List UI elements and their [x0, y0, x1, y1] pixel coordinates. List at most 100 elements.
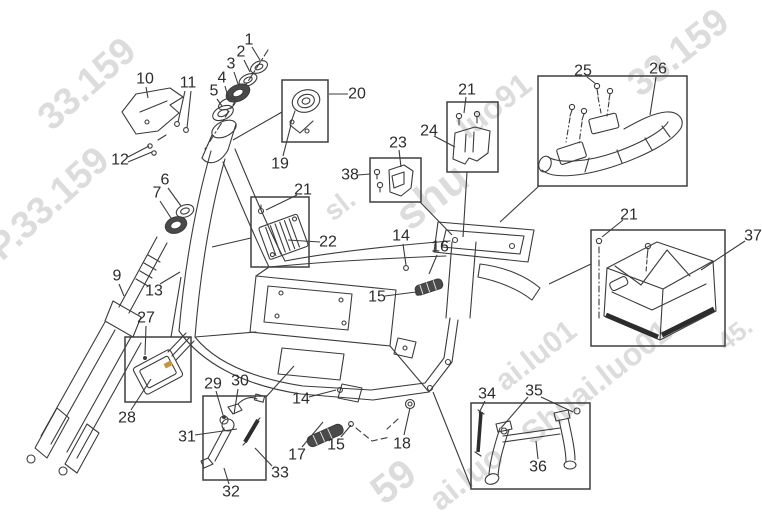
callout-number-14: 14 — [292, 391, 310, 408]
callout-leader — [233, 71, 239, 85]
callout-number-27: 27 — [137, 310, 155, 327]
watermark-text: 33.159 — [620, 0, 737, 105]
detail-box-23 — [369, 157, 422, 203]
callout-number-36: 36 — [529, 459, 547, 476]
callout-leader — [463, 96, 467, 114]
callout-leader — [233, 388, 239, 415]
callout-leader — [535, 440, 539, 460]
callout-leader — [243, 59, 251, 73]
box-leader-line — [548, 263, 592, 285]
detail-mount-23 — [373, 164, 414, 197]
detail-battery-box-37 — [595, 237, 717, 341]
callout-leader — [127, 145, 150, 158]
callout-number-15: 15 — [368, 289, 386, 306]
callout-number-2: 2 — [237, 44, 246, 61]
callout-number-7: 7 — [153, 185, 162, 202]
callout-number-16: 16 — [431, 239, 449, 256]
detail-rear-carrier-26 — [538, 82, 683, 177]
callout-number-30: 30 — [231, 373, 249, 390]
callout-number-15: 15 — [327, 437, 345, 454]
callout-number-38: 38 — [341, 167, 359, 184]
callout-number-3: 3 — [227, 56, 236, 73]
callout-leader — [586, 76, 597, 85]
callout-leader — [265, 194, 298, 211]
detail-rectifier-22 — [257, 204, 309, 260]
box-leader-line — [211, 237, 252, 248]
callout-number-21: 21 — [458, 82, 476, 99]
callout-number-29: 29 — [204, 376, 222, 393]
callout-leader — [402, 243, 407, 266]
callout-leader — [601, 219, 624, 238]
detail-box-29-33 — [202, 395, 267, 481]
callout-leader — [186, 90, 192, 129]
callout-number-9: 9 — [113, 268, 122, 285]
callout-leader — [540, 396, 574, 413]
callout-leader — [145, 86, 149, 99]
callout-leader — [251, 46, 261, 61]
watermark-text: 59 — [362, 451, 424, 512]
callout-leader — [177, 90, 186, 123]
callout-leader — [287, 239, 321, 243]
callout-number-5: 5 — [210, 83, 219, 100]
callout-leader — [478, 400, 486, 414]
callout-number-35: 35 — [525, 383, 543, 400]
detail-relay-28 — [132, 332, 195, 395]
callout-leader — [428, 254, 438, 275]
box-leader-line — [232, 111, 283, 141]
callout-leader — [649, 76, 657, 116]
callout-leader — [700, 240, 746, 271]
detail-box-20 — [281, 79, 329, 143]
callout-leader — [159, 200, 172, 219]
detail-box-25-26 — [537, 75, 688, 187]
accent-highlight — [163, 360, 173, 369]
callout-number-21: 21 — [294, 182, 312, 199]
callout-leader — [282, 124, 292, 157]
callout-number-14: 14 — [392, 228, 410, 245]
watermark-text: P.33.159 — [0, 139, 117, 269]
callout-number-20: 20 — [348, 86, 366, 103]
watermark-text: sl. — [318, 183, 362, 227]
callout-number-23: 23 — [389, 135, 407, 152]
detail-boxes-layer — [124, 75, 726, 490]
detail-side-stand-32 — [200, 393, 266, 469]
box-leader-line — [265, 365, 295, 398]
box-leader-line — [419, 201, 453, 236]
callout-number-28: 28 — [118, 410, 136, 427]
watermark-text: luo91 — [450, 66, 538, 146]
box-link-lines — [170, 111, 592, 488]
callout-leader — [215, 390, 224, 416]
callout-number-13: 13 — [145, 283, 163, 300]
detail-bracket-24 — [452, 110, 491, 165]
callout-number-24: 24 — [420, 123, 438, 140]
steering-neck-tube — [201, 119, 237, 164]
callout-leader — [223, 467, 230, 485]
callout-number-4: 4 — [218, 70, 227, 87]
callout-leader — [398, 149, 402, 168]
callout-leader — [216, 98, 223, 107]
detail-center-stand-36 — [474, 407, 581, 485]
box-leader-line — [432, 391, 472, 488]
steering-bearing-stack — [204, 49, 269, 150]
detail-box-34-36 — [470, 402, 591, 490]
callout-leader — [118, 283, 125, 297]
frame-body — [178, 148, 541, 403]
callout-leader — [224, 85, 229, 98]
bushing-rings-6-7 — [164, 204, 195, 234]
callout-leader — [500, 396, 529, 429]
callout-leader — [130, 378, 152, 411]
callout-number-37: 37 — [744, 228, 762, 245]
callout-leader — [340, 424, 352, 438]
box-leader-line — [499, 185, 540, 223]
callout-leader — [403, 407, 411, 436]
callout-number-32: 32 — [222, 484, 240, 501]
callout-leader — [167, 187, 182, 207]
callout-number-33: 33 — [271, 465, 289, 482]
callout-leader — [384, 291, 417, 297]
callout-number-17: 17 — [288, 447, 306, 464]
callout-number-19: 19 — [271, 156, 289, 173]
callout-number-25: 25 — [574, 63, 592, 80]
